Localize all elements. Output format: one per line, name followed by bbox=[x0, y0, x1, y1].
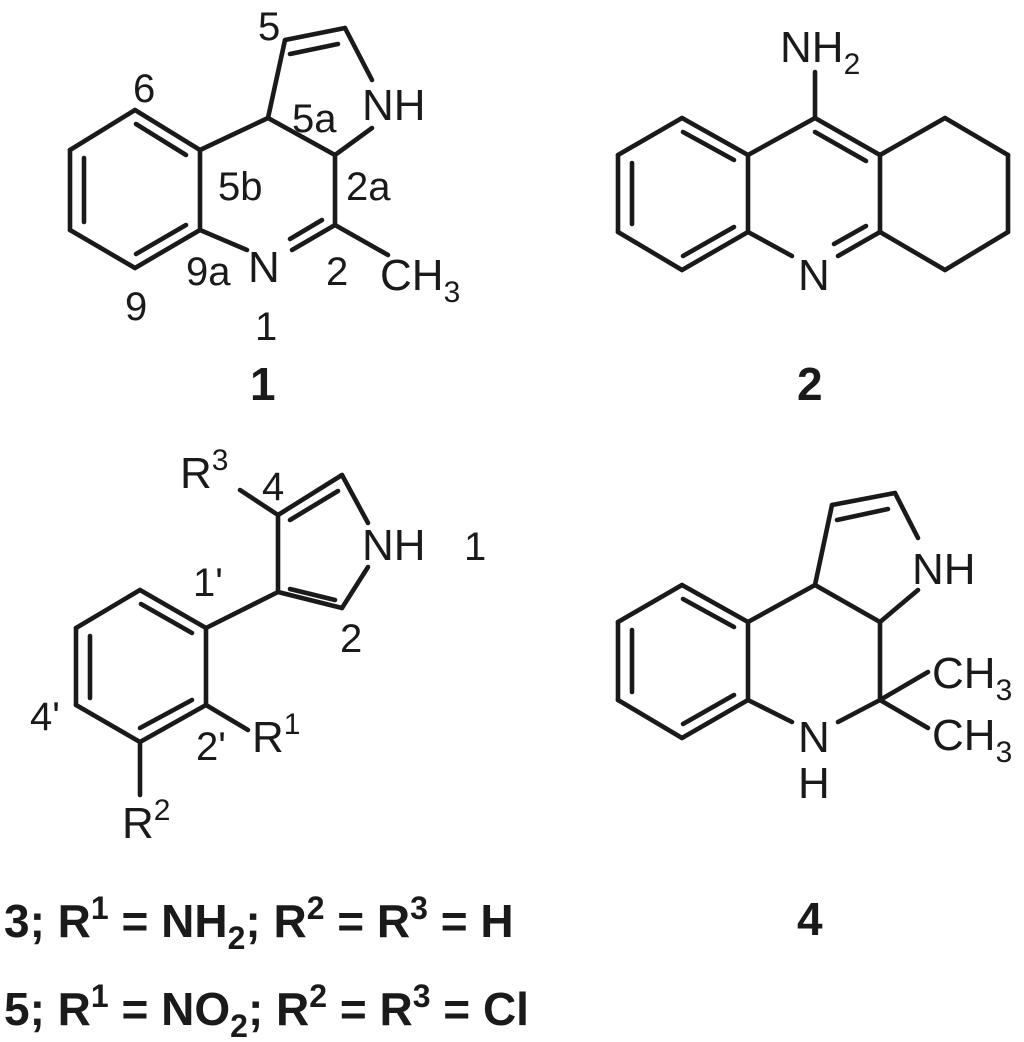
methyl-ch: CH bbox=[380, 251, 444, 300]
caption-3-r3-sup: 3 bbox=[410, 890, 428, 926]
compound-1-structure: NH N CH3 5 6 5a 5b 2a 9a 9 2 1 1 bbox=[67, 5, 460, 410]
caption-5-part-e: = Cl bbox=[431, 983, 529, 1035]
amino-label: NH2 bbox=[780, 23, 860, 81]
amino-subscript: 2 bbox=[844, 48, 861, 81]
caption-5-part-a: 5; R bbox=[4, 983, 91, 1035]
caption-5-r1-sup: 1 bbox=[91, 978, 109, 1014]
methyl-top-label: CH3 bbox=[932, 649, 1012, 707]
caption-3-part-d: = R bbox=[325, 895, 411, 947]
caption-3-part-a: 3; R bbox=[4, 895, 91, 947]
compound-1-position-labels: 5 6 5a 5b 2a 9a 9 2 1 bbox=[125, 5, 391, 349]
r2-label: R2 bbox=[122, 794, 170, 848]
compound-3-position-labels: 4 1 1' 2 4' 2' bbox=[30, 465, 486, 769]
position-9-label: 9 bbox=[125, 285, 147, 329]
caption-3-r2-sup: 2 bbox=[307, 890, 325, 926]
methyl-top-subscript: 3 bbox=[996, 674, 1013, 707]
caption-3-part-c: ; R bbox=[245, 895, 306, 947]
caption-compound-5: 5; R1 = NO2; R2 = R3 = Cl bbox=[4, 978, 529, 1042]
compound-3-bonds bbox=[73, 472, 371, 798]
compound-1-atom-labels: NH N CH3 bbox=[248, 81, 460, 309]
r1-label: R1 bbox=[252, 708, 300, 762]
h-label: H bbox=[798, 759, 830, 808]
methyl-top-ch: CH bbox=[932, 649, 996, 698]
compound-1-bonds bbox=[67, 25, 391, 271]
caption-5-r3-sup: 3 bbox=[413, 978, 431, 1014]
n-label: N bbox=[798, 713, 830, 762]
methyl-bottom-subscript: 3 bbox=[996, 736, 1013, 769]
position-4-label: 4 bbox=[262, 465, 284, 509]
position-5a-label: 5a bbox=[292, 97, 337, 141]
r3-r: R bbox=[180, 449, 212, 498]
methyl-bottom-ch: CH bbox=[932, 711, 996, 760]
r3-label: R3 bbox=[180, 444, 228, 498]
position-1-label: 1 bbox=[255, 305, 277, 349]
r1-r: R bbox=[252, 713, 284, 762]
r2-superscript: 2 bbox=[154, 794, 171, 827]
caption-3-part-e: = H bbox=[428, 895, 514, 947]
caption-compound-3: 3; R1 = NH2; R2 = R3 = H bbox=[4, 890, 514, 956]
position-2a-label: 2a bbox=[346, 165, 391, 209]
nh-label: NH bbox=[362, 81, 426, 130]
caption-3-nh2-sub: 2 bbox=[228, 920, 246, 956]
caption-5-no2-sub: 2 bbox=[230, 1008, 248, 1042]
methyl-subscript: 3 bbox=[444, 276, 461, 309]
compound-2-number: 2 bbox=[797, 358, 823, 410]
caption-5-part-d: = R bbox=[327, 983, 413, 1035]
position-2-label: 2 bbox=[326, 250, 348, 294]
nh-label: NH bbox=[362, 521, 426, 570]
compound-2-structure: NH2 N 2 bbox=[615, 23, 1011, 410]
compound-2-bonds bbox=[615, 69, 1011, 273]
position-5-label: 5 bbox=[258, 5, 280, 49]
n-label: N bbox=[798, 251, 830, 300]
compound-4-atom-labels: NH N H CH3 CH3 bbox=[798, 545, 1012, 808]
compound-2-atom-labels: NH2 N bbox=[780, 23, 860, 300]
compound-3-atom-labels: R3 NH R1 R2 bbox=[122, 444, 426, 848]
compound-1-number: 1 bbox=[250, 358, 276, 410]
substituent-captions: 3; R1 = NH2; R2 = R3 = H 5; R1 = NO2; R2… bbox=[4, 890, 529, 1042]
amino-nh: NH bbox=[780, 23, 844, 72]
methyl-label: CH3 bbox=[380, 251, 460, 309]
r3-superscript: 3 bbox=[212, 444, 229, 477]
position-9a-label: 9a bbox=[186, 250, 231, 294]
nh-label: NH bbox=[912, 545, 976, 594]
compound-4-number: 4 bbox=[797, 893, 823, 945]
position-2-prime-label: 2' bbox=[196, 725, 226, 769]
position-4-prime-label: 4' bbox=[30, 695, 60, 739]
position-5b-label: 5b bbox=[218, 165, 263, 209]
caption-5-r2-sup: 2 bbox=[309, 978, 327, 1014]
caption-5-part-b: = NO bbox=[109, 983, 230, 1035]
n-label: N bbox=[248, 243, 280, 292]
caption-5-part-c: ; R bbox=[248, 983, 309, 1035]
r1-superscript: 1 bbox=[284, 708, 301, 741]
position-1-prime-label: 1' bbox=[193, 561, 223, 605]
methyl-bottom-label: CH3 bbox=[932, 711, 1012, 769]
position-2-label: 2 bbox=[340, 617, 362, 661]
caption-3-part-b: = NH bbox=[109, 895, 228, 947]
compound-3-structure: R3 NH R1 R2 4 1 1' 2 4' 2' bbox=[30, 444, 486, 848]
position-1-label: 1 bbox=[464, 525, 486, 569]
compound-4-bonds bbox=[615, 490, 931, 741]
position-6-label: 6 bbox=[133, 67, 155, 111]
caption-3-r1-sup: 1 bbox=[91, 890, 109, 926]
compound-4-structure: NH N H CH3 CH3 4 bbox=[615, 490, 1012, 945]
r2-r: R bbox=[122, 799, 154, 848]
